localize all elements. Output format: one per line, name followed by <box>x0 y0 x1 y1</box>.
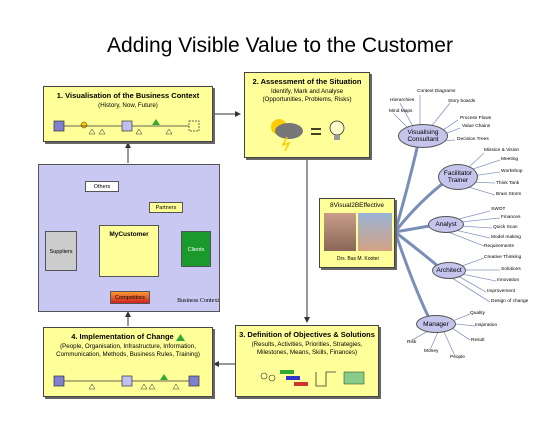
leaf-quality: Quality <box>470 311 485 316</box>
leaf-story-boards: Story boards <box>448 99 476 104</box>
storm-equals-idea-icon <box>271 119 345 152</box>
implementation-box: 4. Implementation of Change (People, Org… <box>43 327 213 397</box>
leaf-workshop: Workshop <box>501 169 523 174</box>
leaf-risk: Risk <box>407 340 417 345</box>
visualisation-subtitle: (History, Now, Future) <box>98 102 158 109</box>
leaf-swot: SWOT <box>491 207 506 212</box>
leaf-decision-trees: Decision Trees <box>457 137 489 142</box>
assessment-heading: 2. Assessment of the Situation <box>252 77 362 86</box>
leaf-brain-storm: Brain Storm <box>496 192 522 197</box>
leaf-finances: Finances <box>501 215 521 220</box>
leaf-quick-scan: Quick Scan <box>493 225 518 230</box>
visualisation-heading: 1. Visualisation of the Business Context <box>56 91 200 100</box>
visualising-consultant-node: Visualising Consultant <box>398 124 448 148</box>
leaf-improvement: Improvement <box>487 289 515 294</box>
definition-box: 3. Definition of Objectives & Solutions … <box>235 325 379 397</box>
profile-card: 8Visual2BEffective Drs. Bas M. Kooter <box>319 198 395 268</box>
mycustomer-box: MyCustomer <box>99 225 159 277</box>
leaf-solutions: Solutions <box>501 267 521 272</box>
leaf-mission-vision: Mission & Vision <box>484 148 520 153</box>
leaf-model-making: Model making <box>491 235 521 240</box>
leaf-mind-maps: Mind Maps <box>389 109 413 114</box>
leaf-requirements: Requirements <box>484 244 514 249</box>
definition-line1: (Results, Activities, Priorities, Strate… <box>251 341 363 348</box>
page-title: Adding Visible Value to the Customer <box>107 34 453 57</box>
definition-heading: 3. Definition of Objectives & Solutions <box>239 330 375 339</box>
implementation-line1: (People, Organisation, Infrastructure, I… <box>60 343 196 350</box>
implementation-timeline-icon <box>53 374 200 390</box>
definition-line2: Milestones, Means, Skills, Finances) <box>256 349 358 356</box>
leaf-design-of-change: Design of change <box>491 299 529 304</box>
business-context-panel: Others Partners Suppliers MyCustomer Cli… <box>38 164 220 312</box>
leaf-people: People <box>450 355 465 360</box>
leaf-think-tank: Think Tank <box>496 181 520 186</box>
others-box: Others <box>85 181 119 192</box>
leaf-value-chains: Value Chains <box>462 124 491 129</box>
profile-photo-right <box>358 213 392 251</box>
leaf-context-diagrams: Context Diagrams <box>417 89 456 94</box>
visualisation-box: 1. Visualisation of the Business Context… <box>43 86 213 142</box>
assessment-box: 2. Assessment of the Situation Identify,… <box>244 72 370 158</box>
leaf-innovation: Innovation <box>497 278 520 283</box>
partners-box: Partners <box>149 202 183 213</box>
facilitator-trainer-node: Facilitator Trainer <box>438 164 478 190</box>
leaf-process-flows: Process Flows <box>460 116 492 121</box>
profile-title: 8Visual2BEffective <box>330 202 384 209</box>
manager-node: Manager <box>416 315 456 333</box>
leaf-creative-thinking: Creative Thinking <box>484 255 522 260</box>
implementation-heading: 4. Implementation of Change <box>44 332 212 341</box>
architect-node: Architect <box>432 262 466 279</box>
mycustomer-label: MyCustomer <box>109 231 149 238</box>
leaf-money: Money <box>424 349 439 354</box>
triangle-icon <box>175 333 185 341</box>
assessment-line2: (Opportunities, Problems, Risks) <box>262 96 352 103</box>
competitors-box: Competitors <box>110 291 150 304</box>
assessment-line1: Identify, Mark and Analyse <box>270 88 344 95</box>
analyst-node: Analyst <box>428 216 464 233</box>
implementation-line2: Communication, Methods, Business Rules, … <box>56 351 200 358</box>
leaf-meeting: Meeting <box>501 157 519 162</box>
planning-icons <box>260 370 365 387</box>
profile-caption: Drs. Bas M. Kooter <box>336 256 380 262</box>
leaf-hierarchies: Hierarchies <box>390 98 415 103</box>
suppliers-box: Suppliers <box>45 231 77 271</box>
business-context-label: Business Context <box>177 298 219 304</box>
profile-photo-left <box>324 213 356 251</box>
process-timeline-icon <box>53 119 200 135</box>
implementation-heading-text: 4. Implementation of Change <box>71 332 174 341</box>
leaf-result: Result <box>471 338 485 343</box>
leaf-inspiration: Inspiration <box>475 323 498 328</box>
clients-box: Clients <box>181 231 211 267</box>
